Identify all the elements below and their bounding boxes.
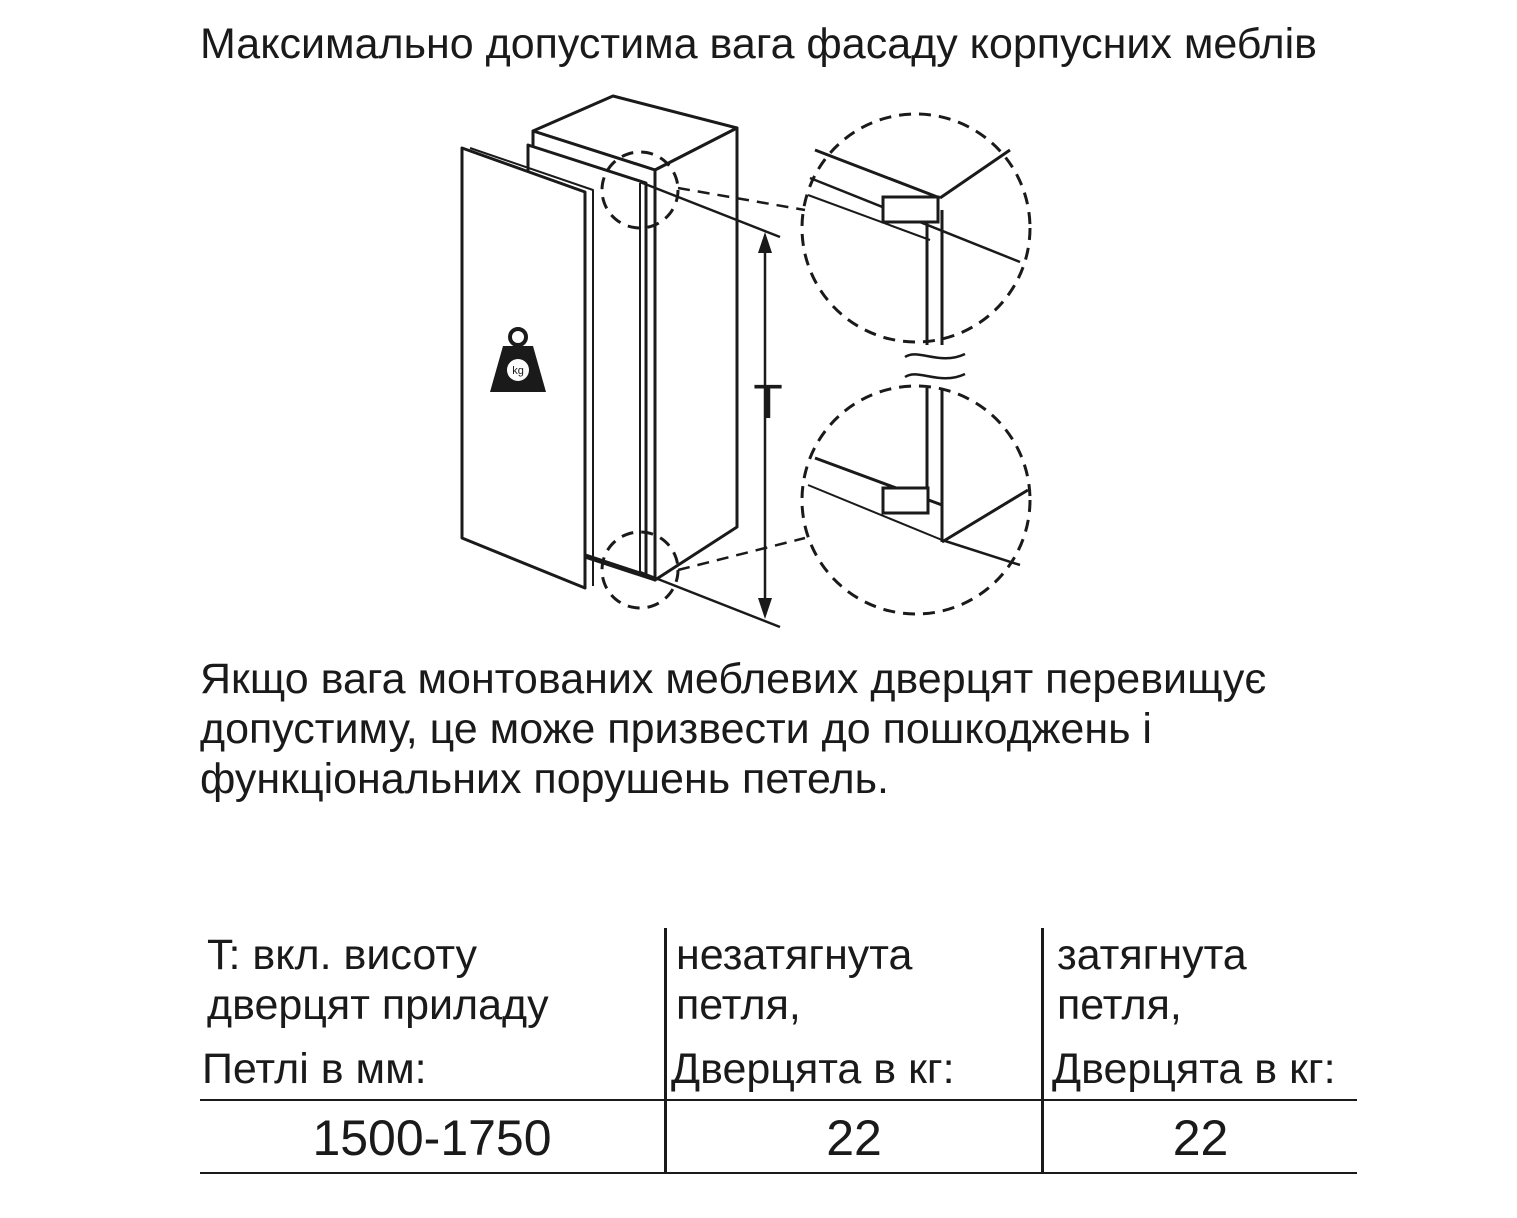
hinge-marker-top	[600, 150, 680, 230]
weight-label: kg	[512, 365, 524, 377]
detail-circle-bottom	[800, 384, 1032, 616]
hinge-diagram: kg T	[460, 94, 1032, 629]
table-bottom-rule	[200, 1172, 1357, 1174]
heading: Максимально допустима вага фасаду корпус…	[200, 20, 1317, 68]
header-col1-title: T: вкл. висоту дверцят приладу	[207, 931, 549, 1029]
table-cell-height: 1500-1750	[312, 1110, 552, 1166]
header-col2-title: незатягнута петля,	[676, 931, 913, 1029]
table-divider-1	[664, 928, 667, 1174]
weight-icon: kg	[490, 327, 546, 392]
hinge-detail-top	[881, 195, 940, 224]
detail-circle-top	[800, 112, 1032, 344]
arrow-head-bottom	[758, 598, 772, 619]
hinge-detail-bottom	[881, 486, 930, 515]
table-cell-untightened: 22	[826, 1110, 882, 1166]
header-col3-title: затягнута петля,	[1057, 931, 1247, 1029]
table-cell-tightened: 22	[1172, 1110, 1229, 1166]
header-col3-unit: Дверцята в кг:	[1052, 1045, 1336, 1093]
arrow-head-top	[758, 232, 772, 253]
warning-paragraph: Якщо вага монтованих меблевих дверцят пе…	[200, 655, 1267, 803]
table-header-rule	[200, 1099, 1357, 1101]
header-col2-unit: Дверцята в кг:	[671, 1045, 955, 1093]
header-col1-unit: Петлі в мм:	[202, 1045, 427, 1093]
table-divider-2	[1041, 928, 1044, 1174]
dimension-label: T	[753, 376, 782, 429]
